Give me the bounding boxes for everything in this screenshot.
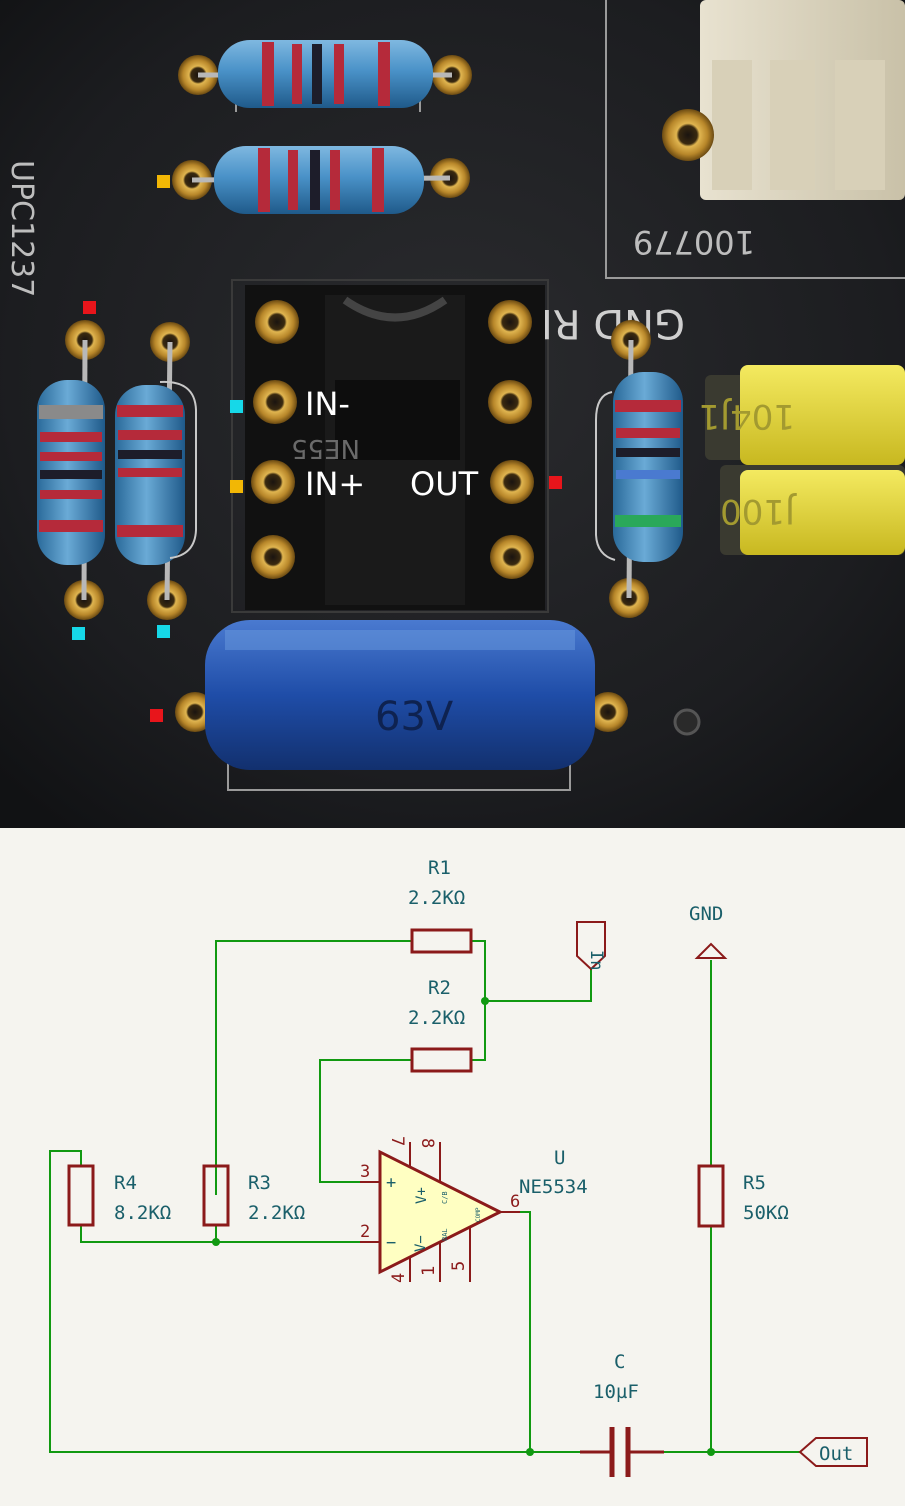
pin-4: 4	[389, 1273, 409, 1283]
pin-6: 6	[510, 1192, 520, 1212]
u-ref: U	[554, 1147, 565, 1169]
resistor-symbols	[67, 928, 725, 1228]
r1-value: 2.2KΩ	[408, 887, 465, 909]
component-labels: R1 2.2KΩ R2 2.2KΩ R4 8.2KΩ R3 2.2KΩ R5 5…	[114, 857, 789, 1403]
silk-top-right-label: 100779	[633, 223, 755, 261]
marker-cyan-r2	[157, 625, 170, 638]
r3-ref: R3	[248, 1172, 271, 1194]
capacitor-symbol	[580, 1427, 664, 1477]
resistor-left-1	[37, 320, 105, 620]
opamp-vminus: V−	[413, 1235, 429, 1252]
gnd-symbol	[694, 942, 728, 959]
silk-left-label: UPC1237	[4, 160, 39, 297]
elcap-marking: 63V	[375, 694, 454, 740]
r1-symbol	[410, 928, 473, 954]
label-out: OUT	[410, 465, 479, 503]
port-in-label: In	[586, 950, 606, 970]
cap-lower-marking: J100	[720, 491, 797, 531]
pin-3: 3	[360, 1162, 370, 1182]
r5-value: 50KΩ	[743, 1202, 789, 1224]
label-in-minus: IN-	[305, 385, 350, 423]
opamp-minus: −	[386, 1233, 396, 1253]
r5-ref: R5	[743, 1172, 766, 1194]
r3-value: 2.2KΩ	[248, 1202, 305, 1224]
r3-symbol	[202, 1164, 230, 1227]
r2-ref: R2	[428, 977, 451, 999]
port-out[interactable]: Out	[798, 1437, 868, 1467]
r1-ref: R1	[428, 857, 451, 879]
opamp-comp: COMP	[475, 1207, 482, 1222]
junctions	[212, 997, 715, 1456]
pin-7: 7	[387, 1136, 407, 1146]
marker-red-left	[83, 301, 96, 314]
marker-cyan-in-minus	[230, 400, 243, 413]
header-connector	[662, 0, 905, 200]
c-value: 10µF	[593, 1381, 639, 1403]
resistor-top-1	[178, 40, 472, 108]
opamp-vplus: V+	[414, 1187, 430, 1204]
r5-symbol	[697, 1164, 725, 1228]
pin-1: 1	[419, 1266, 439, 1276]
resistor-right	[609, 320, 683, 618]
chip-marking: NE55	[291, 433, 360, 463]
marker-red-out	[549, 476, 562, 489]
r2-symbol	[410, 1047, 473, 1073]
r4-value: 8.2KΩ	[114, 1202, 171, 1224]
r4-ref: R4	[114, 1172, 137, 1194]
electrolytic-capacitor: 63V	[175, 620, 628, 770]
opamp-bal: BAL	[441, 1228, 449, 1241]
marker-yellow-in-plus	[230, 480, 243, 493]
opamp-inner-labels: + − V+ V− C/B BAL COMP	[386, 1173, 482, 1253]
pin-8: 8	[417, 1138, 437, 1148]
c-ref: C	[614, 1351, 625, 1373]
pin-5: 5	[449, 1261, 469, 1271]
schematic: In Out R1 2.2KΩ R2 2.2KΩ R4 8.2KΩ R3 2.2…	[0, 828, 905, 1506]
opamp-plus: +	[386, 1173, 396, 1193]
marker-cyan-r1	[72, 627, 85, 640]
opamp-symbol	[360, 1142, 520, 1282]
resistor-top-2	[172, 146, 470, 214]
label-in-plus: IN+	[305, 465, 365, 503]
marker-red-cap	[150, 709, 163, 722]
pin-markers	[72, 175, 562, 722]
u-value: NE5534	[519, 1176, 588, 1198]
pin-numbers: 3 2 6 7 8 4 1 5	[360, 1136, 520, 1283]
port-out-label: Out	[819, 1443, 853, 1465]
gnd-label: GND	[689, 903, 723, 925]
pcb-photo: UPC1237 100779 GND RIN 104J1 J100	[0, 0, 905, 828]
r4-symbol	[67, 1164, 95, 1227]
marker-yellow-top	[157, 175, 170, 188]
dip-socket: NE55	[245, 285, 545, 610]
pin-2: 2	[360, 1222, 370, 1242]
opamp-cb: C/B	[441, 1191, 449, 1204]
cap-upper-marking: 104J1	[698, 396, 795, 436]
r2-value: 2.2KΩ	[408, 1007, 465, 1029]
film-capacitors: 104J1 J100	[698, 365, 905, 555]
port-in[interactable]: In	[576, 921, 606, 970]
resistor-left-2	[115, 322, 190, 620]
